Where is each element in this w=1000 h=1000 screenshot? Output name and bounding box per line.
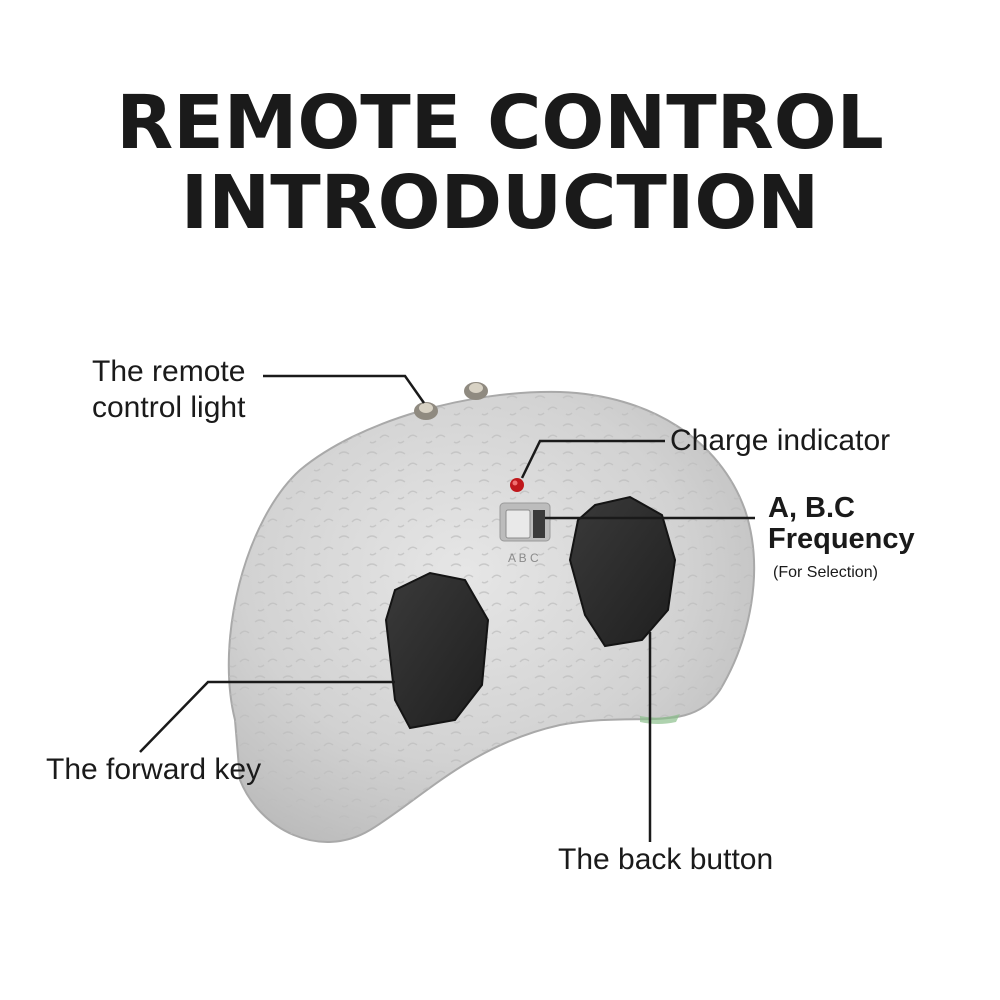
remote-control-light <box>414 382 488 420</box>
forward-key[interactable] <box>384 571 490 730</box>
label-remote-light-line-2: control light <box>92 391 246 424</box>
back-button[interactable] <box>568 495 677 648</box>
leader-lines <box>139 374 755 842</box>
leader-forward-key <box>139 680 395 753</box>
frequency-switch[interactable] <box>499 502 551 542</box>
switch-letters: A B C <box>508 551 539 565</box>
label-back-button: The back button <box>558 843 774 876</box>
label-forward-key: The forward key <box>46 753 262 786</box>
label-frequency-note: (For Selection) <box>773 564 878 581</box>
page-title-line-2: INTRODUCTION <box>180 160 820 246</box>
leader-remote-light <box>263 374 426 404</box>
charge-indicator-led <box>510 478 524 492</box>
label-charge-indicator: Charge indicator <box>670 424 891 457</box>
page-title-line-1: REMOTE CONTROL <box>116 80 884 166</box>
remote-body <box>227 390 756 843</box>
label-frequency-line-1: A, B.C <box>768 492 855 524</box>
label-remote-light-line-1: The remote <box>92 355 246 388</box>
leader-charge-indicator <box>520 439 665 479</box>
label-frequency-line-2: Frequency <box>768 523 915 555</box>
